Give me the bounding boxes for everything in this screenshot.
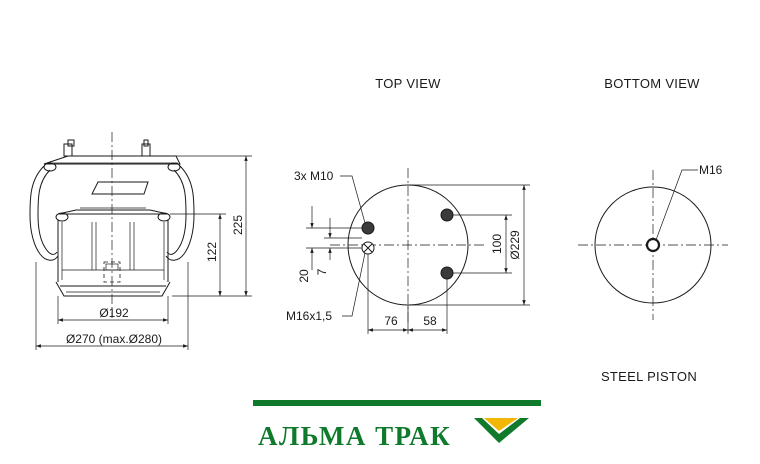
chevron-check-icon: [474, 418, 529, 443]
piston-caption: STEEL PISTON: [601, 369, 697, 384]
bolt-hole-icon: [361, 208, 454, 280]
dimension-7: 7: [315, 268, 329, 275]
thread-hole-icon: [645, 237, 661, 253]
dimension-diameter-229: Ø229: [508, 230, 522, 260]
dimension-58: 58: [423, 314, 437, 328]
air-fitting-icon: [361, 241, 375, 255]
side-view: 225 122 Ø192 Ø270 (max.Ø280): [29, 132, 252, 350]
thread-label: M16: [699, 163, 723, 177]
dimension-20: 20: [297, 269, 311, 283]
dimension-225: 225: [231, 215, 245, 235]
dimension-100: 100: [490, 234, 504, 254]
top-view: TOP VIEW 3x M10 M16x1,5 20 7: [286, 76, 530, 334]
dimension-76: 76: [384, 314, 398, 328]
bottom-view-title: BOTTOM VIEW: [604, 76, 700, 91]
bolts-label: 3x M10: [294, 169, 334, 183]
brand-logo: АЛЬМА ТРАК: [253, 400, 541, 451]
bottom-view: BOTTOM VIEW M16 STEEL PISTON: [578, 76, 728, 384]
dimension-122: 122: [205, 242, 219, 262]
dimension-outer-diameter: Ø270 (max.Ø280): [66, 332, 162, 346]
dimension-piston-diameter: Ø192: [99, 306, 129, 320]
brand-name: АЛЬМА ТРАК: [258, 421, 451, 451]
air-fitting-label: M16x1,5: [286, 309, 332, 323]
top-view-title: TOP VIEW: [375, 76, 441, 91]
